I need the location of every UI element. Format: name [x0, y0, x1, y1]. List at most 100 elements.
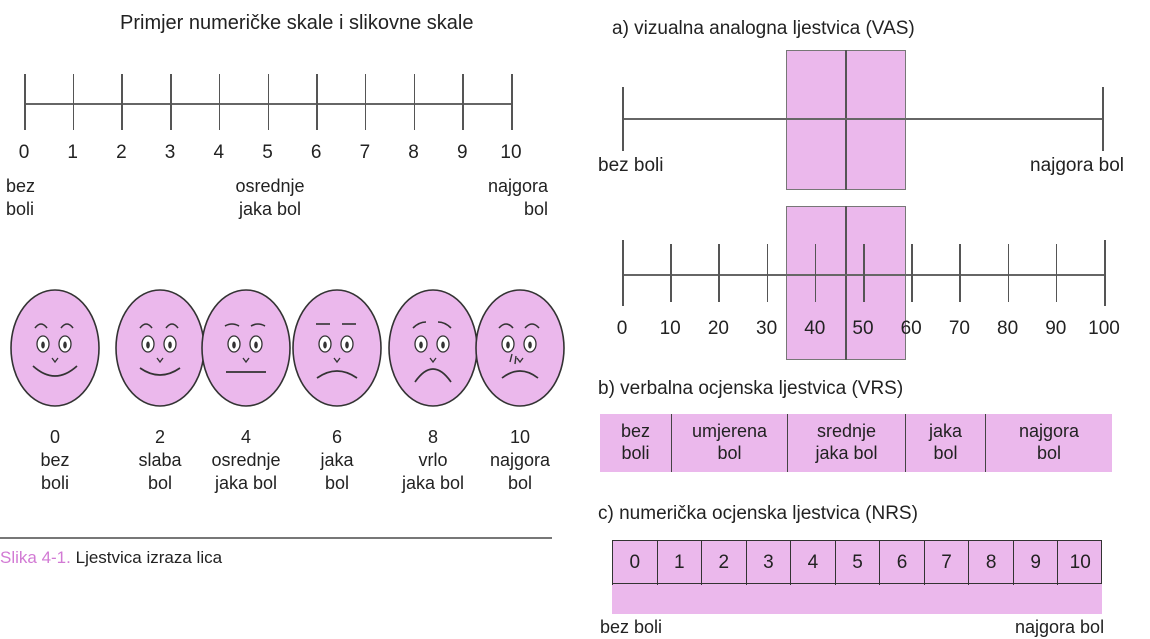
- numeric-tick: [267, 74, 269, 130]
- numeric-tick: [413, 74, 416, 130]
- vrs-cell: srednje jaka bol: [788, 414, 906, 472]
- face-value: 2: [154, 427, 165, 447]
- vrs-cell-line1: bez: [620, 421, 651, 441]
- vrs-cell: najgora bol: [986, 414, 1112, 472]
- vas-tick: [959, 244, 961, 302]
- vrs-cell-line1: najgora: [1018, 421, 1080, 441]
- vas-tick-label: 80: [997, 318, 1019, 339]
- vas-tick: [622, 240, 624, 306]
- vas-band-divider-top: [845, 50, 847, 190]
- nrs-label-start: bez boli: [600, 617, 663, 637]
- caption-text: Ljestvica izraza lica: [75, 548, 223, 567]
- nrs-cell: 9: [1012, 541, 1058, 585]
- vas-tick-label: 50: [852, 318, 874, 339]
- figure-caption: Slika 4-1. Ljestvica izraza lica: [0, 548, 222, 568]
- vrs-cell-line2: boli: [621, 443, 650, 463]
- vrs-cell-line2: bol: [1036, 443, 1062, 463]
- numeric-tick: [462, 74, 464, 130]
- numeric-tick: [364, 74, 367, 130]
- face-label-line1: jaka: [320, 450, 354, 470]
- vas-tick: [718, 244, 720, 302]
- vas-tick-label: 100: [1088, 318, 1120, 339]
- numeric-tick-label: 6: [310, 142, 322, 163]
- face-item: 2 slaba bol: [110, 286, 210, 495]
- crying-face-icon: [475, 289, 565, 407]
- vrs-cell: umjerena bol: [672, 414, 788, 472]
- vrs-title: b) verbalna ocjenska ljestvica (VRS): [598, 378, 904, 399]
- numeric-tick: [170, 74, 172, 130]
- vas-tick: [863, 244, 865, 302]
- vas-band-divider-bottom: [845, 206, 847, 360]
- numeric-tick-label: 5: [262, 142, 273, 163]
- vrs-cell-line2: bol: [717, 443, 742, 463]
- numeric-tick-label: 3: [164, 142, 176, 163]
- numeric-tick-label: 4: [213, 142, 225, 163]
- numeric-anchor-start: bez boli: [6, 176, 36, 219]
- face-item: 6 jaka bol: [287, 286, 387, 495]
- vas-tick: [1007, 244, 1010, 302]
- vas-tick: [670, 244, 672, 302]
- smiling-face-icon: [115, 289, 205, 407]
- face-value: 10: [509, 427, 531, 447]
- face-label-line2: boli: [40, 473, 70, 493]
- neutral-face-icon: [201, 289, 291, 407]
- nrs-title: c) numerička ocjenska ljestvica (NRS): [598, 503, 918, 524]
- nrs-cell: 6: [879, 541, 924, 585]
- very-sad-face-icon: [388, 289, 478, 407]
- face-label-line1: osrednje: [211, 450, 281, 470]
- vas-tick-label: 40: [804, 318, 826, 339]
- vas-tick-label: 10: [659, 318, 681, 339]
- face-value: 6: [331, 427, 342, 447]
- nrs-cell: 1: [656, 541, 702, 585]
- nrs-cell: 2: [701, 541, 746, 585]
- face-label-line1: bez: [40, 450, 70, 470]
- face-value: 4: [240, 427, 251, 447]
- numeric-tick-label: 9: [457, 142, 468, 163]
- vas-tick-label: 20: [707, 318, 729, 339]
- caption-label: Slika 4-1.: [0, 548, 71, 567]
- nrs-cell: 3: [745, 541, 791, 585]
- vrs-cell-line1: umjerena: [691, 421, 768, 441]
- vas-line-end-cap: [1102, 87, 1104, 151]
- numeric-tick-label: 1: [67, 142, 78, 163]
- vas-tick-label: 30: [756, 318, 778, 339]
- sad-face-icon: [292, 289, 382, 407]
- face-label-line2: jaka bol: [401, 473, 465, 493]
- face-item: 8 vrlo jaka bol: [383, 286, 483, 495]
- vrs-cell-line2: jaka bol: [815, 443, 878, 463]
- numeric-tick: [121, 74, 123, 130]
- vas-label-start: bez boli: [598, 155, 664, 176]
- vas-label-end: najgora bol: [1030, 155, 1125, 176]
- face-item: 10 najgora bol: [470, 286, 570, 495]
- vas-tick-label: 90: [1045, 318, 1067, 339]
- numeric-tick: [218, 74, 221, 130]
- vrs-cell-line2: bol: [933, 443, 958, 463]
- numeric-tick-label: 10: [500, 142, 522, 163]
- numeric-tick-label: 7: [359, 142, 371, 163]
- vas-tick: [1055, 244, 1058, 302]
- vrs-cell-line1: srednje: [816, 421, 877, 441]
- left-title: Primjer numeričke skale i slikovne skale: [120, 12, 474, 34]
- numeric-tick-label: 0: [18, 142, 30, 163]
- numeric-tick: [72, 74, 75, 130]
- nrs-label-end: najgora bol: [1015, 617, 1105, 637]
- nrs-cell: 8: [968, 541, 1013, 585]
- vas-tick-label: 60: [900, 318, 922, 339]
- vas-tick: [766, 244, 769, 302]
- vas-tick: [814, 244, 817, 302]
- vas-tick: [1104, 240, 1106, 306]
- nrs-cell: 5: [834, 541, 880, 585]
- numeric-anchor-end: najgora bol: [487, 176, 548, 219]
- vas-tick-label: 0: [616, 318, 628, 339]
- numeric-tick: [316, 74, 318, 130]
- face-label-line2: jaka bol: [214, 473, 278, 493]
- face-label-line1: slaba: [138, 450, 182, 470]
- face-label-line1: vrlo: [418, 450, 448, 470]
- happy-face-icon: [10, 289, 100, 407]
- nrs-cell: 10: [1057, 541, 1102, 585]
- face-item: 0 bez boli: [5, 286, 105, 495]
- numeric-tick: [511, 74, 513, 130]
- numeric-tick-label: 2: [116, 142, 127, 163]
